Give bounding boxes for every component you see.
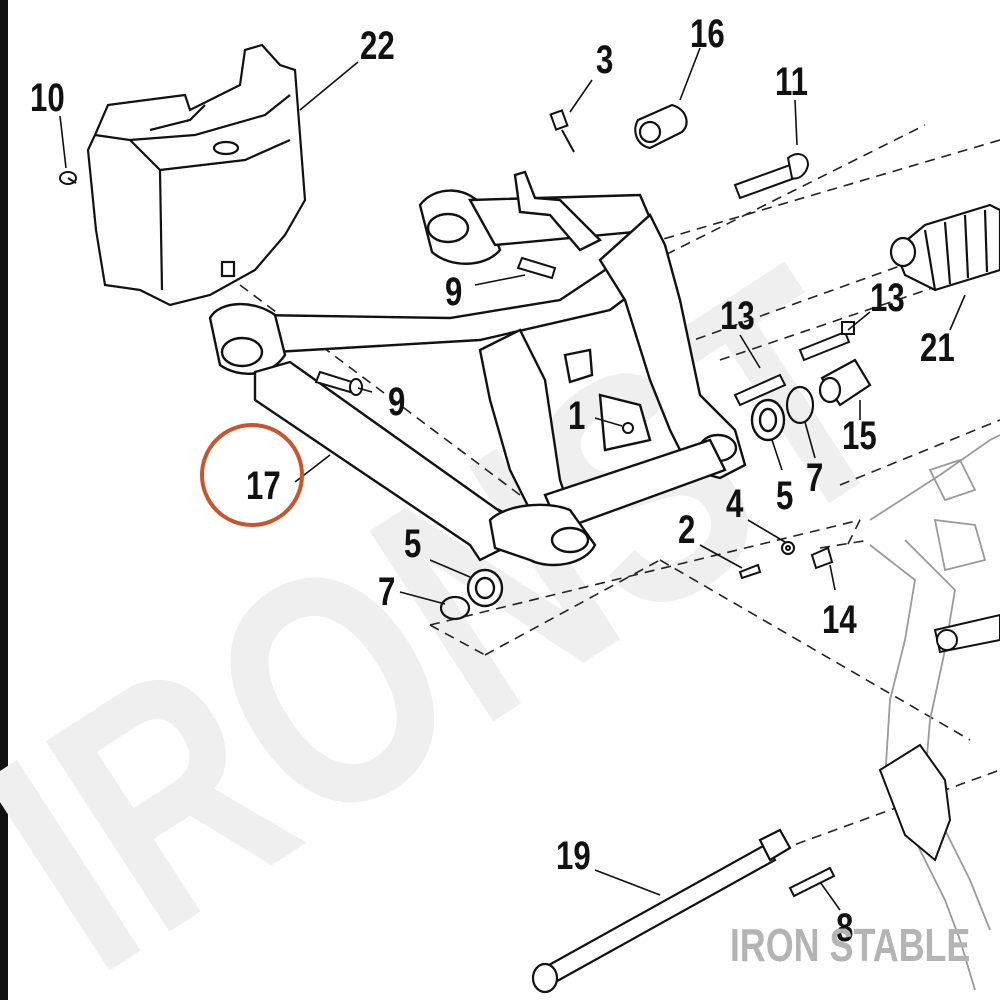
part-13-bolts: [733, 321, 855, 407]
callout-16: 16: [690, 12, 725, 56]
callout-7-right: 7: [806, 456, 824, 500]
callout-11: 11: [775, 60, 808, 104]
callout-15: 15: [842, 414, 877, 458]
callout-9-upper: 9: [445, 270, 463, 314]
callout-13-right: 13: [870, 276, 905, 320]
highlight-circle-17: [200, 423, 304, 527]
callout-19: 19: [556, 834, 591, 878]
part-swingarm-frame: [208, 170, 747, 567]
callout-5-left: 5: [404, 522, 422, 566]
brand-watermark: IRON STABLE: [729, 919, 970, 971]
part-21-shock: [889, 203, 1000, 292]
callout-22: 22: [360, 24, 395, 68]
leader-lines: [59, 47, 966, 911]
part-10-screw: [59, 171, 77, 185]
frame-dark-section: [878, 613, 1000, 862]
callout-21: 21: [920, 326, 955, 370]
part-19-axle: [531, 828, 792, 994]
callout-17: 17: [246, 464, 281, 508]
left-border-bar: [0, 0, 8, 1000]
callout-7-left: 7: [378, 570, 396, 614]
part-22-cover: [86, 43, 307, 307]
callout-3: 3: [596, 38, 614, 82]
callout-14: 14: [822, 598, 857, 642]
part-7-snap-rings: [439, 385, 815, 621]
callout-4: 4: [726, 482, 744, 526]
part-3-bolt: [549, 109, 575, 153]
callout-8: 8: [836, 906, 854, 950]
callout-1: 1: [568, 394, 586, 438]
part-5-bearings: [466, 398, 786, 608]
part-16-spacer: [634, 103, 688, 150]
part-8-pin: [788, 866, 836, 898]
callout-10: 10: [30, 76, 65, 120]
callout-5-right: 5: [776, 474, 794, 518]
part-11-long-bolt: [733, 153, 810, 200]
small-fasteners: [622, 422, 834, 580]
part-9-bolts: [314, 256, 557, 396]
part-15-sleeve: [818, 358, 872, 407]
callout-13-left: 13: [720, 294, 755, 338]
callout-9-lower: 9: [388, 380, 406, 424]
callout-2: 2: [678, 508, 696, 552]
